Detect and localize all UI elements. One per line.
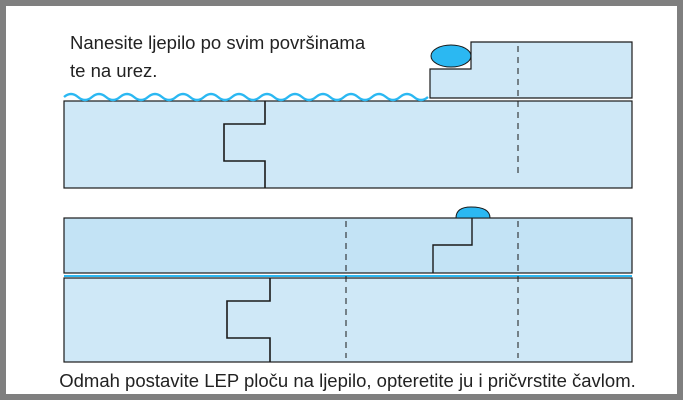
glue-blob-bottom	[455, 206, 491, 219]
lep-panel-top	[429, 41, 633, 99]
glue-wave	[63, 92, 429, 102]
instruction-line-2: te na urez.	[70, 60, 158, 81]
installation-diagram	[63, 41, 633, 363]
lep-panel-bottom	[63, 217, 633, 274]
base-board-bottom	[63, 277, 633, 363]
diagram-canvas: Nanesite ljepilo po svim površinama te n…	[16, 16, 679, 396]
base-board-top	[63, 100, 633, 189]
glue-blob-top	[430, 44, 472, 68]
base-board-bottom-notch	[226, 278, 271, 362]
caption: Odmah postavite LEP ploču na ljepilo, op…	[59, 370, 636, 391]
base-board-notch	[223, 101, 266, 188]
panel-joint-step	[432, 218, 473, 273]
instruction-line-1: Nanesite ljepilo po svim površinama	[70, 32, 366, 53]
